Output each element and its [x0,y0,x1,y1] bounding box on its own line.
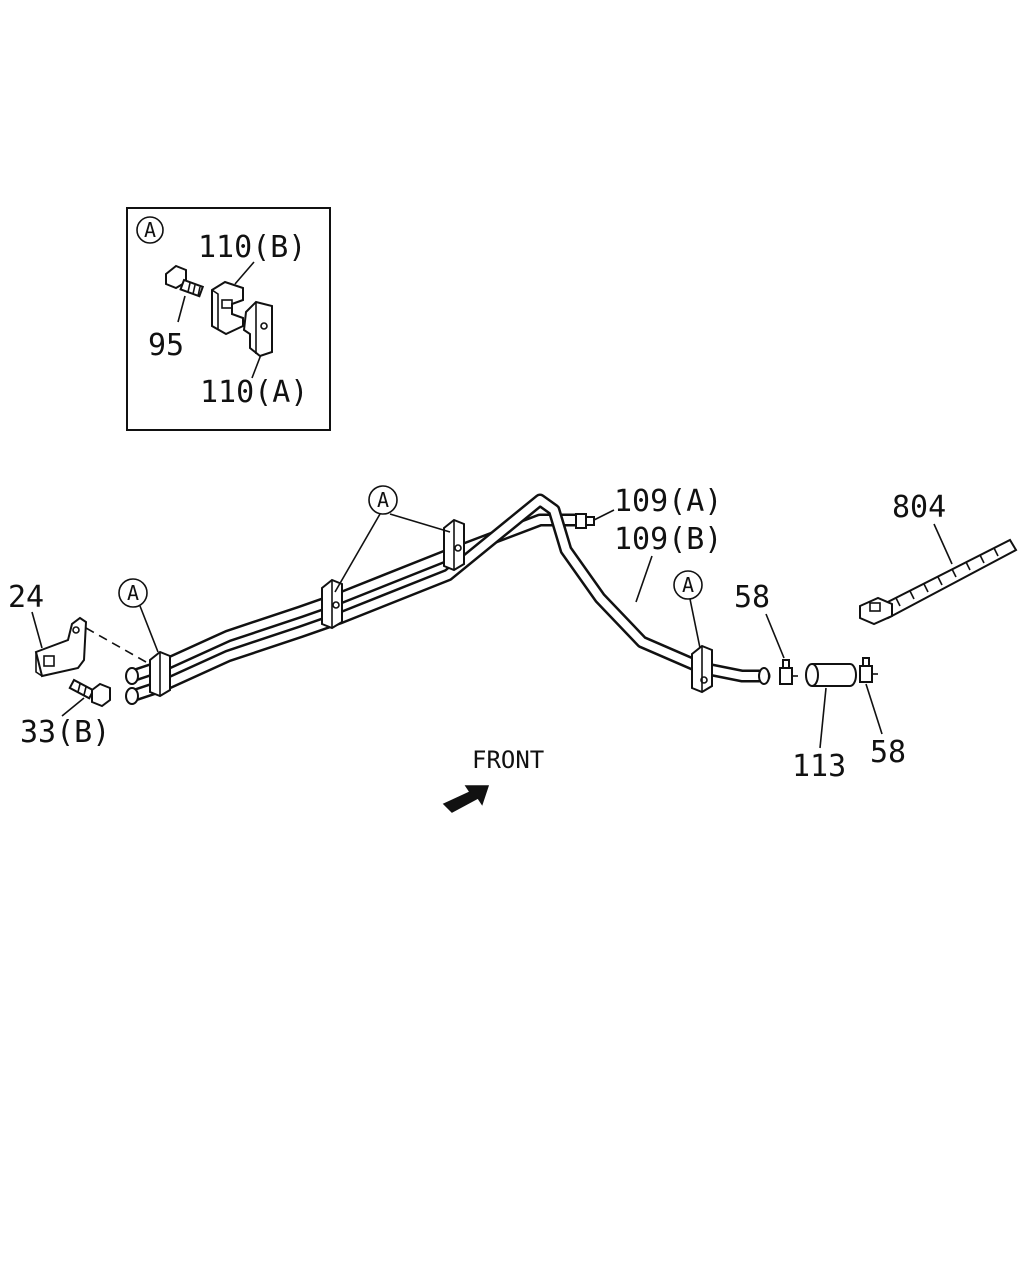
label-58-right: 58 [870,735,906,770]
svg-text:A: A [127,581,139,605]
inset-frame [126,207,331,431]
leader-marker-a [334,513,381,593]
label-109a: 109(A) [614,484,722,519]
inset-detail: A 110(B) 95 110(A) [126,207,331,431]
pipe-109a-end-fitting-icon [575,513,595,529]
callout-marker-a: A [673,570,703,600]
front-label: FRONT [472,746,544,774]
leader-109a [593,509,615,521]
hose-clamp-58-right-icon [859,657,878,683]
bolt-95-icon [165,264,205,298]
callout-marker-a: A [368,485,398,515]
bolt-33b-icon [68,678,111,708]
leader-58-right [865,683,883,735]
svg-text:A: A [682,573,694,597]
svg-text:A: A [377,488,389,512]
label-110b: 110(B) [198,230,306,265]
front-arrow-icon [442,785,490,813]
hose-clamp-58-left-icon [779,659,798,685]
leader-marker-a [139,605,159,653]
inset-marker: A [136,216,164,244]
pipe-end-fitting-icon [125,667,139,705]
label-110a: 110(A) [200,375,308,410]
pipe-clamp-icon [443,518,465,572]
bracket-24-icon [34,616,88,678]
label-95: 95 [148,328,184,363]
svg-text:A: A [144,218,156,242]
leader-95 [177,295,186,323]
label-33b: 33(B) [20,715,110,750]
leader-113 [819,687,827,749]
clip-110b-icon [211,280,244,336]
label-113: 113 [792,749,846,784]
clip-110a-icon [242,300,273,358]
leader-110b [234,261,255,285]
label-58-left: 58 [734,580,770,615]
pipe-clamp-icon [691,644,713,694]
callout-marker-a: A [118,578,148,608]
leader-24 [31,611,43,649]
label-24: 24 [8,580,44,615]
pipe-clamp-icon [321,578,343,630]
cable-tie-804-icon [859,538,1018,626]
pipe-assembly [125,493,771,705]
leader-58-left [765,613,785,659]
label-109b: 109(B) [614,522,722,557]
leader-marker-a [689,598,701,649]
leader-804 [933,523,953,565]
pipe-109b-end-fitting-icon [758,667,770,685]
pipe-clamp-icon [149,650,171,698]
hose-113-icon [805,663,857,687]
leader-33b [61,697,85,717]
label-804: 804 [892,490,946,525]
leader-109b [635,555,653,603]
leader-marker-a [389,513,451,533]
bracket-to-clamp-dashed-line [85,627,147,663]
